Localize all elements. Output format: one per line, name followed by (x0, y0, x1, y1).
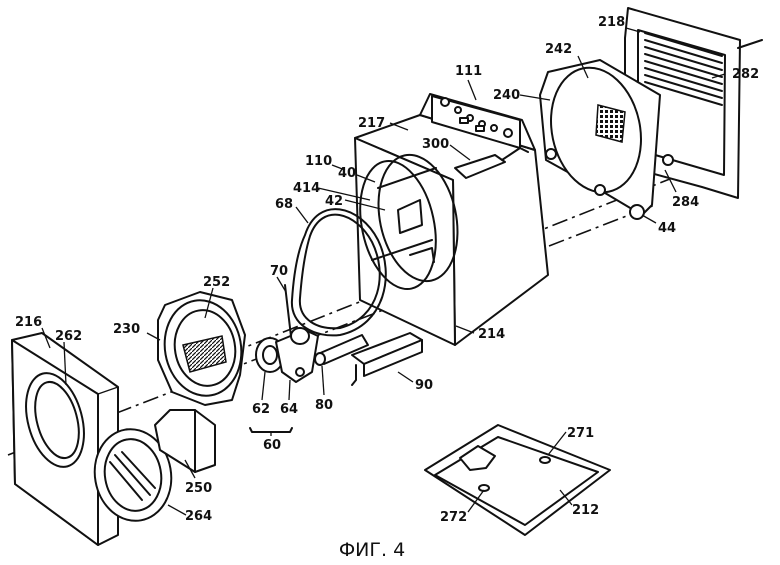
label-230: 230 (113, 322, 140, 337)
reference-labels: 111 218 242 282 240 217 110 300 40 414 4… (15, 15, 759, 525)
label-282: 282 (732, 67, 759, 82)
rear-panel-240 (539, 59, 661, 220)
label-218: 218 (598, 15, 625, 30)
label-300: 300 (422, 137, 449, 152)
label-217: 217 (358, 116, 385, 131)
drum-40 (359, 153, 459, 291)
label-414: 414 (293, 181, 320, 196)
label-216: 216 (15, 315, 42, 330)
label-42: 42 (325, 194, 343, 209)
label-284: 284 (672, 195, 699, 210)
label-264: 264 (185, 509, 212, 524)
drive-belt-68 (290, 208, 387, 337)
blower-assembly-60 (249, 327, 319, 436)
label-252: 252 (203, 275, 230, 290)
front-panel-216 (11, 332, 119, 546)
label-40: 40 (338, 166, 356, 181)
label-214: 214 (478, 327, 505, 342)
label-262: 262 (55, 329, 82, 344)
label-271: 271 (567, 426, 594, 441)
label-62: 62 (252, 402, 270, 417)
label-44: 44 (658, 221, 676, 236)
label-212: 212 (572, 503, 599, 518)
label-90: 90 (415, 378, 433, 393)
label-64: 64 (280, 402, 298, 417)
label-60: 60 (263, 438, 281, 453)
duct-80 (314, 334, 369, 366)
label-70: 70 (270, 264, 288, 279)
front-bulkhead-230 (157, 291, 246, 406)
door-264 (93, 428, 173, 522)
label-110: 110 (305, 154, 332, 169)
lint-filter-250 (154, 409, 216, 473)
leader-lines (41, 27, 726, 516)
figure-caption: ФИГ. 4 (339, 539, 405, 561)
label-240: 240 (493, 88, 520, 103)
label-250: 250 (185, 481, 212, 496)
heater-90 (351, 332, 423, 386)
control-knobs (440, 97, 513, 138)
label-111: 111 (455, 64, 482, 79)
label-242: 242 (545, 42, 572, 57)
grille-slats (644, 32, 723, 106)
label-68: 68 (275, 197, 293, 212)
label-272: 272 (440, 510, 467, 525)
label-80: 80 (315, 398, 333, 413)
